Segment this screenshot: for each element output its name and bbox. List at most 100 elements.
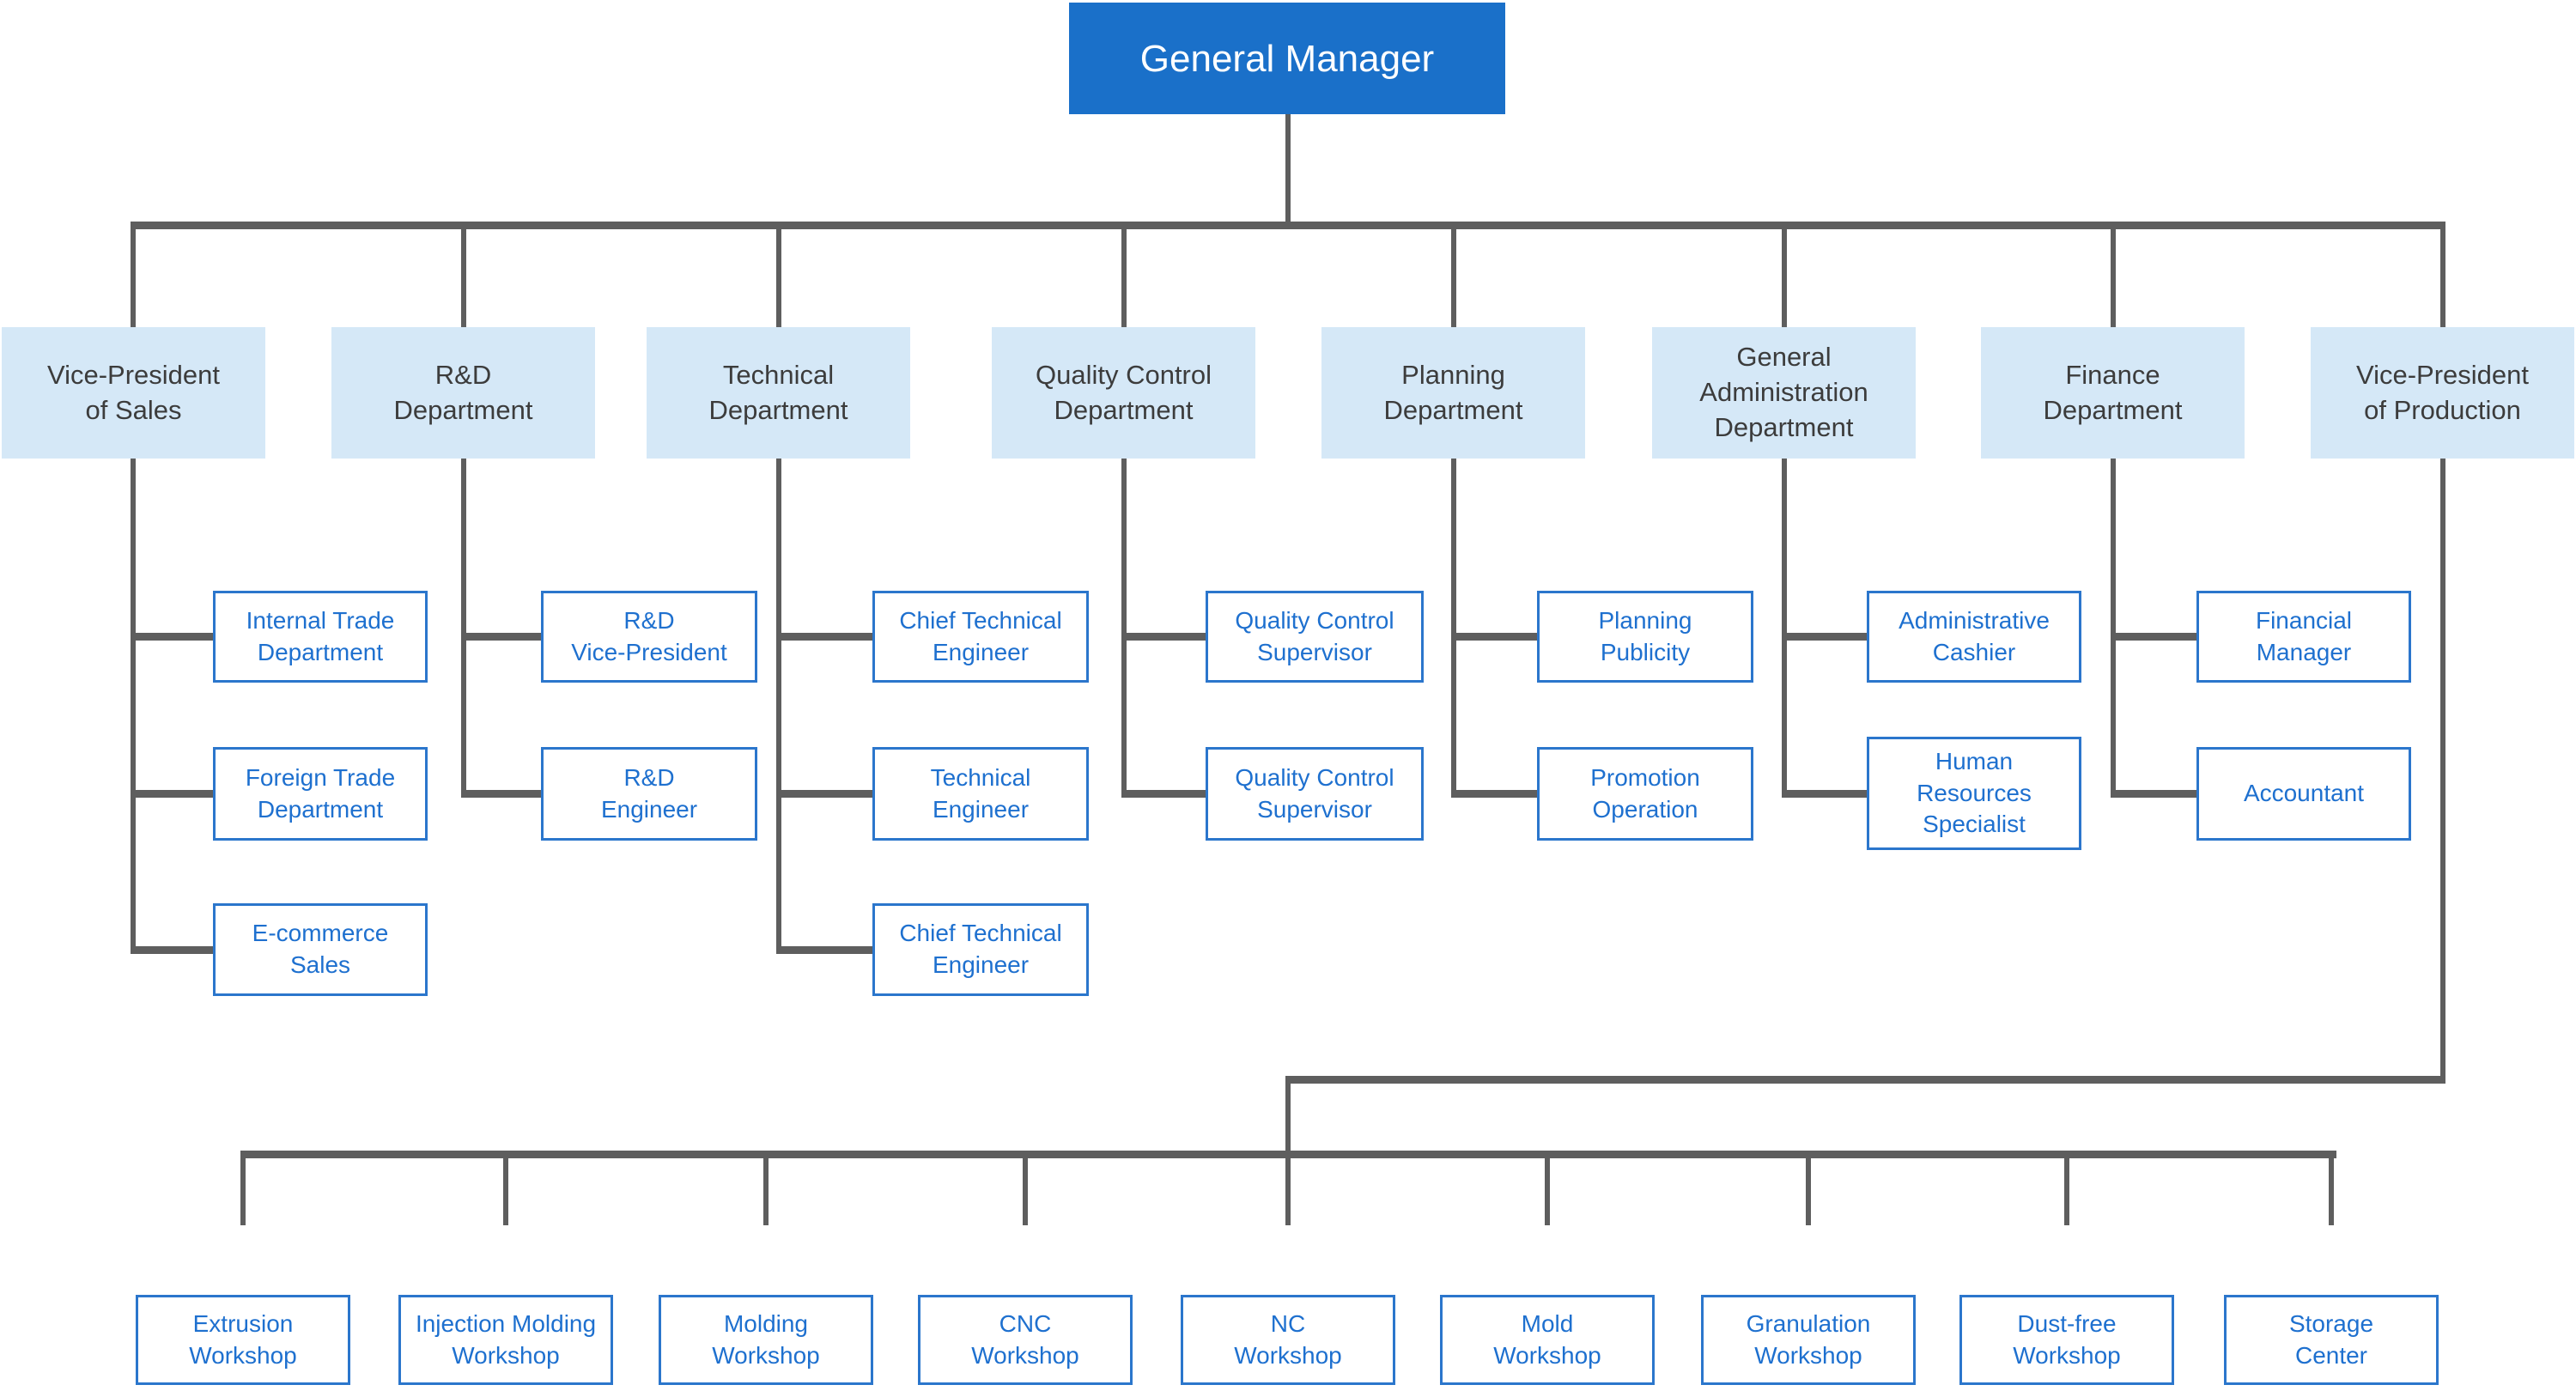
- org-node-label: CNC Workshop: [971, 1309, 1079, 1369]
- org-node-mold-workshop: Mold Workshop: [1440, 1295, 1655, 1385]
- connector-line: [461, 459, 466, 798]
- org-node-label: Human Resources Specialist: [1917, 747, 2032, 838]
- connector-line: [1121, 223, 1127, 327]
- org-node-extrusion-workshop: Extrusion Workshop: [136, 1295, 350, 1385]
- org-node-label: Granulation Workshop: [1746, 1309, 1871, 1369]
- connector-line: [461, 223, 466, 327]
- org-node-planning-publicity: Planning Publicity: [1537, 591, 1753, 683]
- connector-line: [131, 222, 2445, 229]
- connector-line: [131, 459, 136, 954]
- org-node-label: R&D Department: [393, 359, 533, 425]
- connector-line: [240, 1151, 2336, 1158]
- org-node-general-manager: General Manager: [1069, 3, 1505, 114]
- org-node-quality-control-supervisor-1: Quality Control Supervisor: [1206, 591, 1424, 683]
- org-node-label: Technical Engineer: [930, 763, 1031, 823]
- org-node-label: Quality Control Department: [1035, 359, 1212, 425]
- connector-line: [464, 633, 541, 641]
- org-node-label: Planning Publicity: [1598, 606, 1692, 665]
- connector-line: [1023, 1151, 1028, 1225]
- connector-line: [776, 223, 781, 327]
- org-node-molding-workshop: Molding Workshop: [659, 1295, 873, 1385]
- connector-line: [1782, 223, 1787, 327]
- org-node-label: E-commerce Sales: [252, 920, 389, 978]
- org-node-dust-free-workshop: Dust-free Workshop: [1959, 1295, 2174, 1385]
- connector-line: [1285, 114, 1291, 222]
- org-node-rd-vice-president: R&D Vice-President: [541, 591, 757, 683]
- org-node-chief-technical-engineer-2: Chief Technical Engineer: [872, 903, 1089, 996]
- connector-line: [1451, 459, 1456, 798]
- org-node-label: Chief Technical Engineer: [899, 606, 1062, 665]
- org-node-label: Accountant: [2243, 780, 2365, 807]
- connector-line: [133, 633, 213, 641]
- org-node-label: Chief Technical Engineer: [899, 920, 1062, 978]
- org-node-label: Planning Department: [1383, 359, 1523, 425]
- org-node-label: Administrative Cashier: [1899, 606, 2050, 665]
- connector-line: [1545, 1151, 1550, 1225]
- connector-line: [2111, 459, 2116, 798]
- org-node-e-commerce-sales: E-commerce Sales: [213, 903, 428, 996]
- connector-line: [2111, 223, 2116, 327]
- org-node-label: Finance Department: [2043, 359, 2183, 425]
- connector-line: [240, 1151, 246, 1225]
- connector-line: [1285, 1076, 2445, 1084]
- org-node-promotion-operation: Promotion Operation: [1537, 747, 1753, 841]
- org-node-storage-center: Storage Center: [2224, 1295, 2439, 1385]
- org-node-label: General Manager: [1139, 37, 1435, 80]
- org-node-human-resources-specialist: Human Resources Specialist: [1867, 737, 2081, 850]
- org-node-label: NC Workshop: [1234, 1309, 1342, 1369]
- org-node-label: General Administration Department: [1699, 342, 1868, 442]
- org-node-financial-manager: Financial Manager: [2196, 591, 2411, 683]
- connector-line: [1784, 633, 1867, 641]
- org-node-chief-technical-engineer-1: Chief Technical Engineer: [872, 591, 1089, 683]
- org-node-label: Quality Control Supervisor: [1235, 763, 1394, 823]
- org-node-cnc-workshop: CNC Workshop: [918, 1295, 1133, 1385]
- connector-line: [2329, 1151, 2334, 1225]
- connector-line: [2113, 790, 2196, 798]
- org-node-injection-molding-workshop: Injection Molding Workshop: [398, 1295, 613, 1385]
- connector-line: [779, 946, 872, 954]
- org-node-rd-department: R&D Department: [331, 327, 595, 459]
- connector-line: [133, 946, 213, 954]
- connector-line: [1124, 790, 1206, 798]
- org-node-administrative-cashier: Administrative Cashier: [1867, 591, 2081, 683]
- org-node-label: R&D Vice-President: [571, 606, 727, 665]
- org-node-label: Technical Department: [708, 359, 848, 425]
- org-node-label: Quality Control Supervisor: [1235, 606, 1394, 665]
- connector-line: [503, 1151, 508, 1225]
- org-node-label: Storage Center: [2288, 1309, 2374, 1369]
- org-node-vp-sales: Vice-President of Sales: [2, 327, 265, 459]
- org-node-label: Internal Trade Department: [246, 606, 395, 665]
- org-node-foreign-trade-department: Foreign Trade Department: [213, 747, 428, 841]
- org-node-internal-trade-department: Internal Trade Department: [213, 591, 428, 683]
- org-node-label: Mold Workshop: [1493, 1309, 1601, 1369]
- connector-line: [1784, 790, 1867, 798]
- org-node-technical-engineer: Technical Engineer: [872, 747, 1089, 841]
- connector-line: [1782, 459, 1787, 798]
- org-node-rd-engineer: R&D Engineer: [541, 747, 757, 841]
- org-node-label: Foreign Trade Department: [245, 763, 396, 823]
- connector-line: [2113, 633, 2196, 641]
- connector-line: [763, 1151, 769, 1225]
- org-node-label: Financial Manager: [2255, 606, 2353, 665]
- org-node-accountant: Accountant: [2196, 747, 2411, 841]
- org-node-label: Molding Workshop: [712, 1309, 820, 1369]
- connector-line: [779, 790, 872, 798]
- org-node-planning-department: Planning Department: [1321, 327, 1585, 459]
- connector-line: [1451, 223, 1456, 327]
- org-node-finance-department: Finance Department: [1981, 327, 2245, 459]
- connector-line: [2440, 459, 2445, 1084]
- connector-line: [131, 223, 136, 327]
- connector-line: [776, 459, 781, 954]
- connector-line: [1121, 459, 1127, 798]
- connector-line: [1124, 633, 1206, 641]
- connector-line: [464, 790, 541, 798]
- connector-line: [1454, 790, 1537, 798]
- org-node-label: Injection Molding Workshop: [415, 1309, 597, 1369]
- org-node-label: Dust-free Workshop: [2013, 1309, 2121, 1369]
- org-node-technical-department: Technical Department: [647, 327, 910, 459]
- org-node-label: R&D Engineer: [600, 763, 698, 823]
- connector-line: [779, 633, 872, 641]
- org-node-quality-control-department: Quality Control Department: [992, 327, 1255, 459]
- connector-line: [2064, 1151, 2069, 1225]
